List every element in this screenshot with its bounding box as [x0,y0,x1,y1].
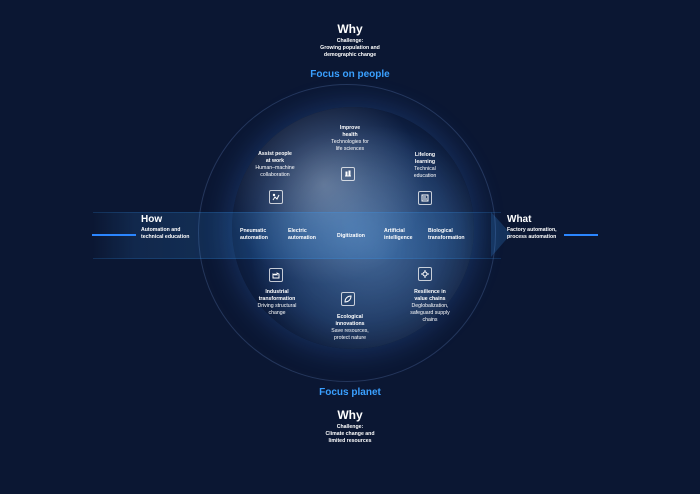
industrial-title-1: Industrial [265,289,289,295]
resilience-sub-2: safeguard supply chains [410,310,450,323]
band-item-electric-l2: automation [288,235,316,241]
band-item-digitization-l1: Digitization [337,233,365,239]
industrial-icon [269,268,283,282]
assist-sub-1: Human–machine [255,165,295,171]
band-item-pneumatic-l2: automation [240,235,268,241]
right-what: What Factory automation, process automat… [507,214,617,241]
top-challenge-line-2: demographic change [323,52,377,58]
center-band [93,212,501,259]
band-item-ai-l2: intelligence [384,235,413,241]
assist-sub-2: collaboration [260,172,290,178]
band-item-pneumatic-l1: Pneumatic [240,228,267,234]
bottom-challenge-line-1: Climate change and [325,431,375,437]
ecology-title-2: innovations [335,321,365,327]
resilience-icon [418,267,432,281]
right-connector-line [564,234,598,236]
band-item-pneumatic: Pneumatic automation [240,228,284,242]
band-item-digitization: Digitization [337,233,387,240]
how-title: How [141,214,163,225]
ecology-title-1: Ecological [337,314,363,320]
industrial-sub-2: change [268,310,286,316]
assist-title-2: at work [265,158,285,164]
globe [232,107,474,349]
item-assist-people: Assist people at work Human–machine coll… [250,151,300,179]
top-why-title: Why [337,22,363,36]
resilience-sub-1: Deglobalization, [411,303,449,309]
top-challenge-label: Challenge: [336,38,364,44]
what-title: What [507,214,532,225]
item-lifelong-learning: Lifelong learning Technical education [405,152,445,180]
bottom-why-title: Why [337,408,363,422]
assist-icon [269,190,283,204]
resilience-title-1: Resilience in [414,289,446,295]
learning-icon [418,191,432,205]
learning-sub-1: Technical [414,166,436,172]
ecology-sub-2: protect nature [333,335,366,341]
bottom-section: Focus planet Why Challenge: Climate chan… [0,387,700,445]
assist-title-1: Assist people [258,151,292,157]
improve-health-sub-2: life sciences [335,146,365,152]
left-connector-line [92,234,136,236]
learning-title-2: learning [414,159,436,165]
improve-health-title-1: Improve [339,125,361,131]
what-text-line-2: process automation [507,234,557,240]
top-challenge: Challenge: Growing population and demogr… [0,38,700,59]
how-text-line-1: Automation and [141,227,181,233]
top-focus: Focus on people [310,69,390,80]
band-item-ai-l1: Artificial [384,228,405,234]
band-item-ai: Artificial intelligence [384,228,436,242]
band-arrow [491,212,511,257]
band-item-biological: Biological transformation [428,228,488,242]
band-item-biological-l2: transformation [428,235,465,241]
learning-sub-2: education [413,173,437,179]
bottom-challenge-label: Challenge: [336,424,364,430]
what-text: Factory automation, process automation [507,227,617,241]
industrial-title-2: transformation [258,296,296,302]
improve-health-title-2: health [342,132,358,138]
top-section: Why Challenge: Growing population and de… [0,22,700,80]
item-improve-health: Improve health Technologies for life sci… [328,125,372,153]
how-text-line-2: technical education [141,234,190,240]
left-how: How Automation and technical education [141,214,221,241]
outer-ring [198,84,496,382]
industrial-sub-1: Driving structural [257,303,297,309]
learning-title-1: Lifelong [414,152,436,158]
band-item-biological-l1: Biological [428,228,453,234]
bottom-challenge-line-2: limited resources [328,438,372,444]
item-ecological-innovations: Ecological innovations Save resources, p… [328,314,372,342]
item-industrial-transformation: Industrial transformation Driving struct… [255,289,299,317]
health-icon [341,167,355,181]
improve-health-sub-1: Technologies for [331,139,369,145]
ecology-sub-1: Save resources, [331,328,369,334]
band-item-electric-l1: Electric [288,228,307,234]
band-item-electric: Electric automation [288,228,332,242]
what-text-line-1: Factory automation, [507,227,557,233]
top-challenge-line-1: Growing population and [320,45,380,51]
ecology-icon [341,292,355,306]
how-text: Automation and technical education [141,227,221,241]
bottom-focus: Focus planet [319,387,381,398]
resilience-title-2: value chains [414,296,446,302]
bottom-challenge: Challenge: Climate change and limited re… [0,424,700,445]
item-resilience: Resilience in value chains Deglobalizati… [404,289,456,324]
